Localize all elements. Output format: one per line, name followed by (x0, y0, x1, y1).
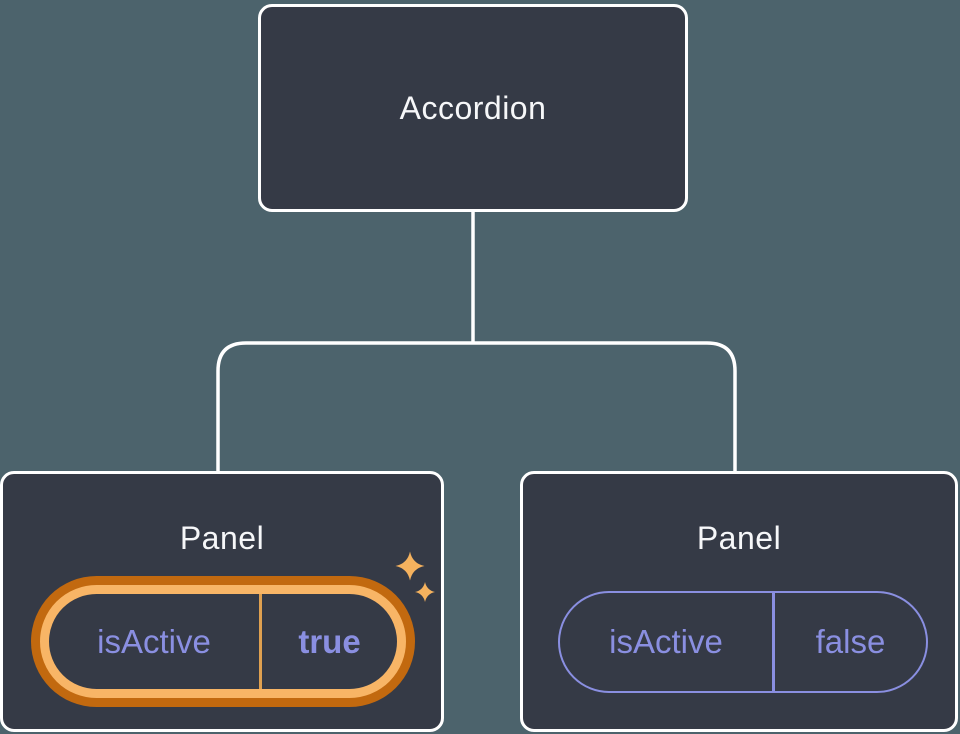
prop-pill-active: isActive true (31, 576, 415, 707)
sparkles-icon (395, 551, 435, 602)
node-panel-active-label: Panel (179, 520, 265, 556)
prop-pill-inactive: isActive false (558, 591, 928, 693)
node-panel-inactive-label: Panel (696, 520, 782, 556)
prop-pill-divider (772, 593, 775, 691)
prop-pill-active-inner: isActive true (40, 585, 406, 698)
prop-value: true (298, 622, 361, 660)
prop-name: isActive (609, 623, 723, 660)
sparkle-large (395, 551, 425, 581)
node-accordion-label: Accordion (399, 89, 547, 126)
sparkle-small (415, 582, 435, 602)
node-panel-inactive: Panel isActive false (520, 471, 958, 732)
prop-value: false (815, 623, 886, 660)
prop-pill-divider (259, 594, 262, 689)
node-accordion: Accordion (258, 4, 688, 212)
prop-name: isActive (97, 622, 211, 660)
node-panel-active: Panel isActive true (0, 471, 444, 732)
connector-branch (216, 341, 737, 471)
